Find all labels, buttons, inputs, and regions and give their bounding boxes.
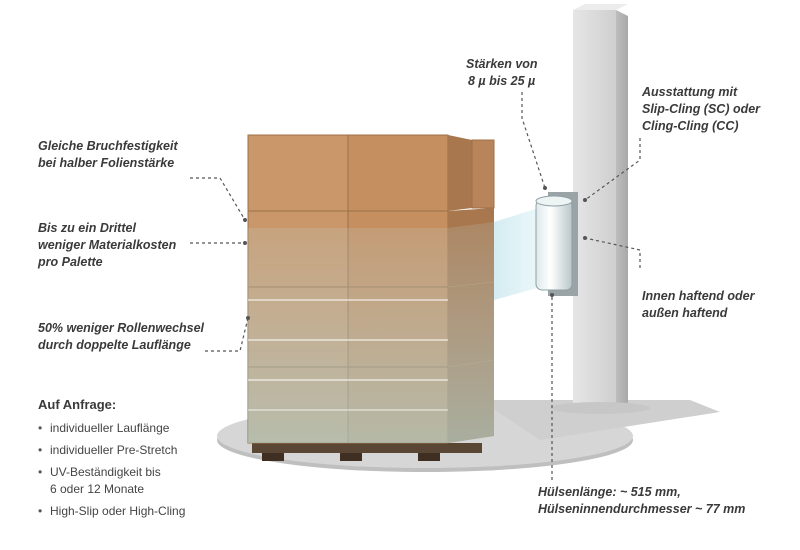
- list-item: UV-Beständigkeit bis 6 oder 12 Monate: [38, 464, 185, 498]
- callout-strength-line-2: 8 µ bis 25 µ: [468, 74, 536, 88]
- callout-cost-line-2: weniger Materialkosten: [38, 238, 177, 252]
- leader-dots: [243, 186, 587, 320]
- callout-adhesion: Innen haftend oder außen haftend: [642, 288, 755, 322]
- film-roll: [535, 192, 578, 296]
- callout-cost-line-3: pro Palette: [38, 255, 103, 269]
- callout-breaking-strength: Gleiche Bruchfestigkeit bei halber Folie…: [38, 138, 178, 172]
- list-item-text-cont: 6 oder 12 Monate: [50, 482, 145, 496]
- callout-core-dimensions: Hülsenlänge: ~ 515 mm, Hülseninnendurchm…: [538, 484, 745, 518]
- callout-breaking-line-2: bei halber Folienstärke: [38, 156, 175, 170]
- callout-equipment: Ausstattung mit Slip-Cling (SC) oder Cli…: [642, 84, 760, 135]
- callout-strength-line-1: Stärken von: [466, 57, 538, 71]
- callout-cost-line-1: Bis zu ein Drittel: [38, 221, 136, 235]
- list-item-text: UV-Beständigkeit bis: [50, 465, 161, 479]
- callout-roll-change: 50% weniger Rollenwechsel durch doppelte…: [38, 320, 204, 354]
- list-item-text: High-Slip oder High-Cling: [50, 504, 186, 518]
- callout-adhesion-line-1: Innen haftend oder: [642, 289, 755, 303]
- callout-rollchange-line-1: 50% weniger Rollenwechsel: [38, 321, 205, 335]
- callout-adhesion-line-2: außen haftend: [642, 306, 728, 320]
- list-item: individueller Pre-Stretch: [38, 442, 185, 459]
- callout-breaking-line-1: Gleiche Bruchfestigkeit: [38, 139, 178, 153]
- pallet: [252, 443, 482, 461]
- list-item-text: individueller Lauflänge: [50, 421, 170, 435]
- stretch-film-wrap: [248, 205, 548, 443]
- callout-core-line-2: Hülseninnendurchmesser ~ 77 mm: [538, 502, 746, 516]
- leader-lines: [190, 92, 641, 480]
- callout-rollchange-line-2: durch doppelte Lauflänge: [38, 338, 191, 352]
- callout-strength: Stärken von 8 µ bis 25 µ: [466, 56, 538, 90]
- callout-material-cost: Bis zu ein Drittel weniger Materialkoste…: [38, 220, 176, 271]
- on-request-title: Auf Anfrage:: [38, 397, 117, 412]
- list-item: High-Slip oder High-Cling: [38, 503, 185, 520]
- on-request-list: individueller Lauflänge individueller Pr…: [38, 420, 185, 525]
- list-item-text: individueller Pre-Stretch: [50, 443, 178, 457]
- callout-equipment-line-2: Slip-Cling (SC) oder: [642, 102, 761, 116]
- list-item: individueller Lauflänge: [38, 420, 185, 437]
- callout-equipment-line-3: Cling-Cling (CC): [642, 119, 739, 133]
- callout-equipment-line-1: Ausstattung mit: [642, 85, 738, 99]
- callout-core-line-1: Hülsenlänge: ~ 515 mm,: [538, 485, 681, 499]
- mast: [550, 4, 650, 414]
